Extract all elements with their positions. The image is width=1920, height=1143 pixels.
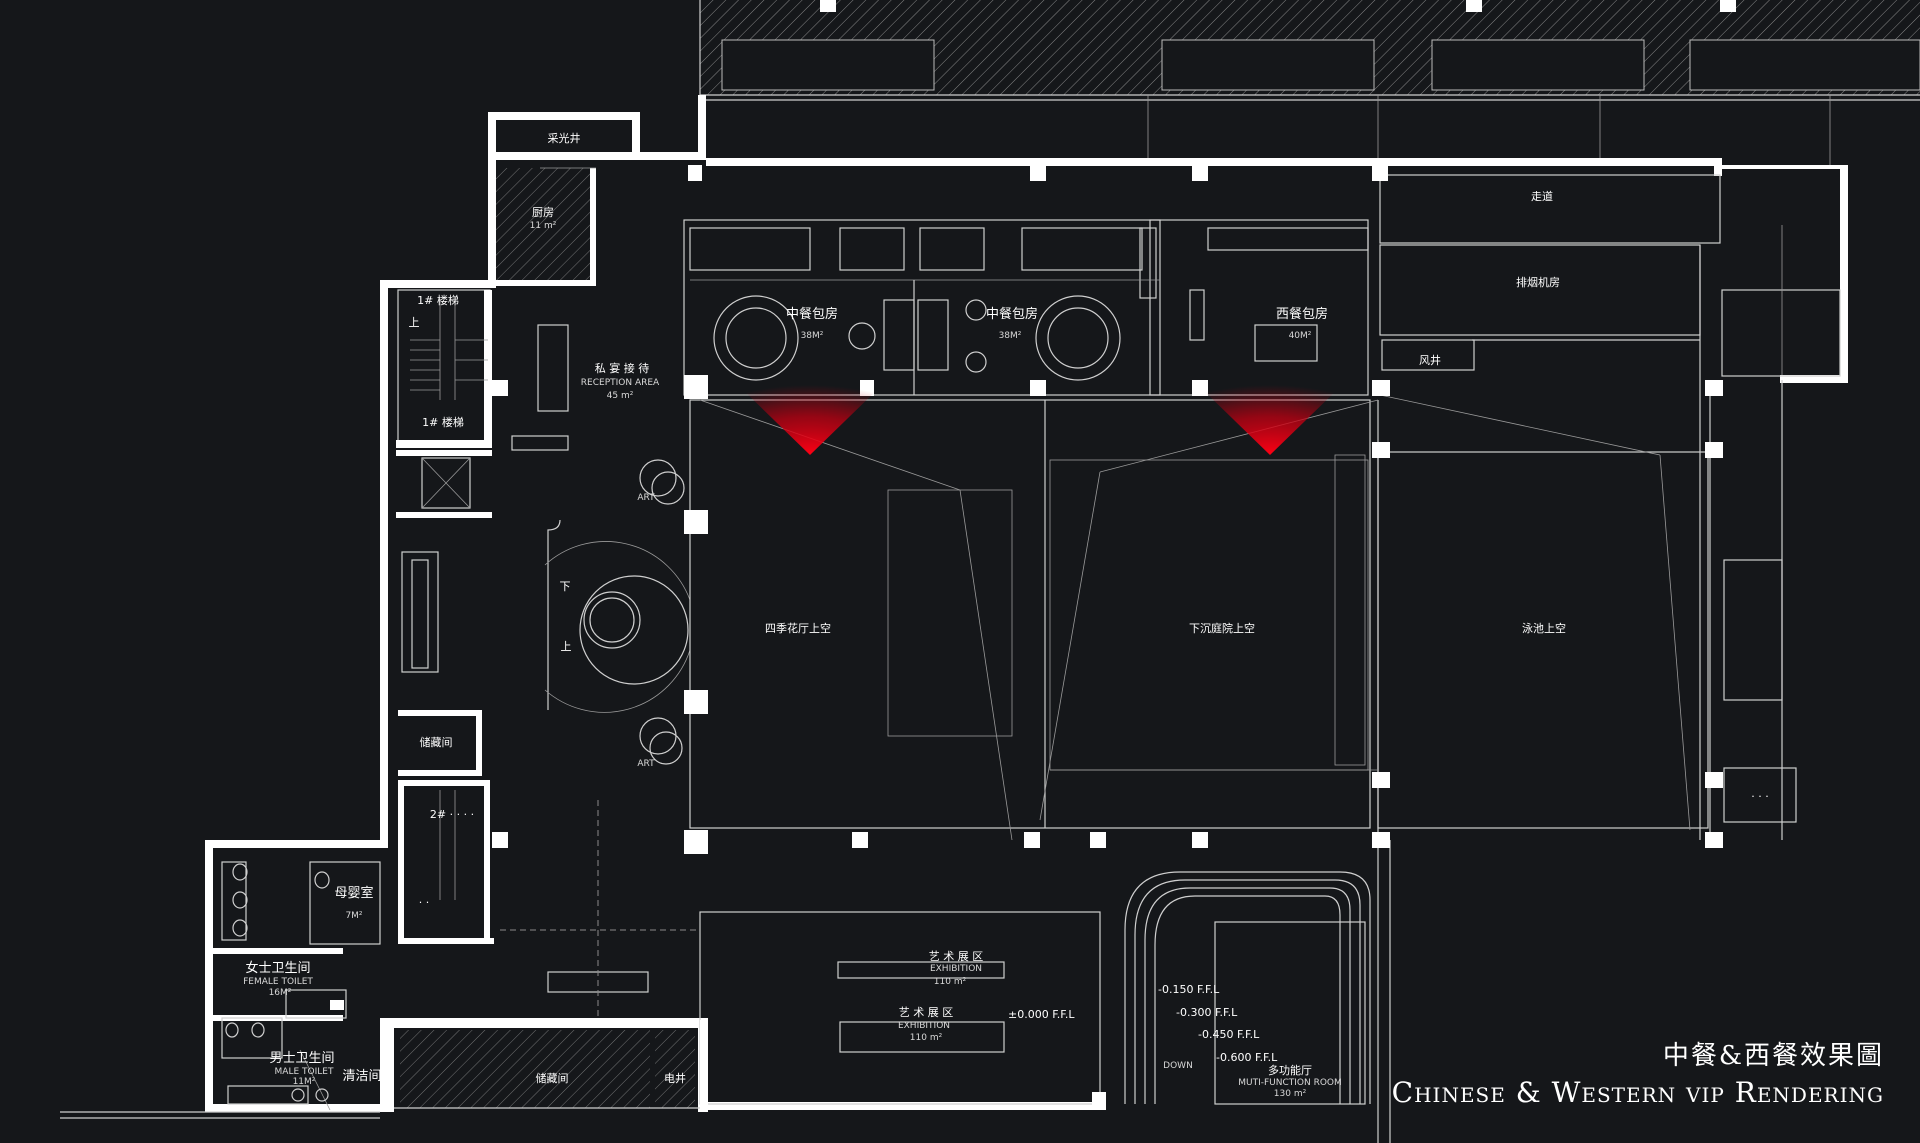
label-male-cn: 男士卫生间 — [269, 1051, 334, 1066]
label-spiral-up: 上 — [561, 640, 572, 653]
label-void-pool: 泳池上空 — [1522, 621, 1566, 635]
bottom-zone — [60, 840, 1391, 1143]
room-labels: 采光井 厨房 11 m² 1# 楼梯 1# 楼梯 上 私 宴 接 待 RECEP… — [243, 131, 1769, 1099]
title-block: 中餐&西餐效果圖 Chinese & Western vip Rendering — [1392, 1035, 1884, 1109]
label-void-garden: 四季花厅上空 — [765, 621, 831, 635]
label-exhibit-1-area: 110 m² — [934, 977, 967, 987]
label-exhibit-1-cn: 艺 术 展 区 — [929, 950, 984, 963]
outer-walls — [205, 95, 1848, 1112]
label-female-en: FEMALE TOILET — [243, 977, 313, 987]
label-chinese-room-2: 中餐包房 — [986, 306, 1038, 322]
label-chinese-room-1-area: 38M² — [801, 331, 824, 341]
label-male-area: 11M² — [293, 1077, 316, 1087]
label-western-room: 西餐包房 — [1276, 306, 1328, 322]
label-art-2: ART — [637, 759, 655, 769]
label-storage: 储藏间 — [536, 1071, 569, 1085]
label-stair1-top: 1# 楼梯 — [417, 293, 459, 307]
label-kitchen-area: 11 m² — [530, 221, 557, 231]
label-reception-en: RECEPTION AREA — [581, 378, 660, 388]
label-corridor: 走道 — [1531, 189, 1553, 203]
label-multi-en: MUTI-FUNCTION ROOM — [1238, 1078, 1342, 1088]
label-skylight: 采光井 — [548, 131, 581, 145]
label-level-0: ±0.000 F.F.L — [1008, 1008, 1075, 1021]
label-stair2-dots: · · — [419, 896, 430, 909]
label-western-room-area: 40M² — [1289, 331, 1312, 341]
label-kitchen: 厨房 — [532, 206, 554, 219]
label-spiral-down: 下 — [560, 580, 571, 593]
central-voids — [689, 394, 1709, 841]
right-zone — [1379, 174, 1841, 840]
label-exhibit-1-en: EXHIBITION — [930, 964, 982, 974]
label-exhibit-2-en: EXHIBITION — [898, 1021, 950, 1031]
label-level-1: -0.150 F.F.L — [1158, 983, 1220, 996]
label-void-courtyard: 下沉庭院上空 — [1189, 621, 1255, 635]
label-female-area: 16M² — [269, 988, 292, 998]
label-stair3-dots: · · · — [1751, 790, 1768, 803]
top-building-strip — [699, 0, 1920, 165]
label-male-en: MALE TOILET — [275, 1067, 334, 1077]
kitchen-block — [496, 167, 596, 286]
private-dining-band — [683, 219, 1369, 396]
label-female-cn: 女士卫生间 — [245, 960, 310, 976]
reception-area — [511, 324, 691, 765]
view-cone-western — [1198, 385, 1342, 455]
label-down: DOWN — [1163, 1061, 1193, 1071]
toilet-block — [213, 861, 381, 1111]
label-shaft: 风井 — [1419, 353, 1441, 367]
label-storage-small: 储藏间 — [420, 735, 453, 749]
label-multi-area: 130 m² — [1274, 1089, 1307, 1099]
label-level-2: -0.300 F.F.L — [1176, 1006, 1238, 1019]
label-exhibit-2-cn: 艺 术 展 区 — [899, 1006, 954, 1019]
structural-columns — [492, 165, 1723, 1108]
label-stair2: 2# · · · · — [430, 808, 474, 821]
label-level-3: -0.450 F.F.L — [1198, 1028, 1260, 1041]
label-exhaust: 排烟机房 — [1516, 275, 1560, 289]
label-level-4: -0.600 F.F.L — [1216, 1051, 1278, 1064]
label-chinese-room-2-area: 38M² — [999, 331, 1022, 341]
label-reception-area: 45 m² — [607, 391, 634, 401]
left-core — [396, 289, 494, 944]
label-stair-up: 上 — [409, 316, 420, 329]
label-art-1: ART — [637, 493, 655, 503]
storage-block — [394, 800, 700, 1109]
label-stair1-bottom: 1# 楼梯 — [422, 415, 464, 429]
label-chinese-room-1: 中餐包房 — [786, 306, 838, 322]
label-nursing-area: 7M² — [345, 911, 362, 921]
title-english: Chinese & Western vip Rendering — [1391, 1076, 1884, 1109]
label-exhibit-2-area: 110 m² — [910, 1033, 943, 1043]
label-elec: 电井 — [664, 1071, 686, 1085]
label-multi-cn: 多功能厅 — [1268, 1063, 1312, 1077]
label-reception-cn: 私 宴 接 待 — [595, 361, 650, 375]
title-chinese: 中餐&西餐效果圖 — [1662, 1041, 1884, 1071]
label-janitor: 清洁间 — [342, 1069, 381, 1084]
view-cone-chinese — [738, 385, 882, 455]
label-nursing: 母婴室 — [334, 885, 373, 901]
